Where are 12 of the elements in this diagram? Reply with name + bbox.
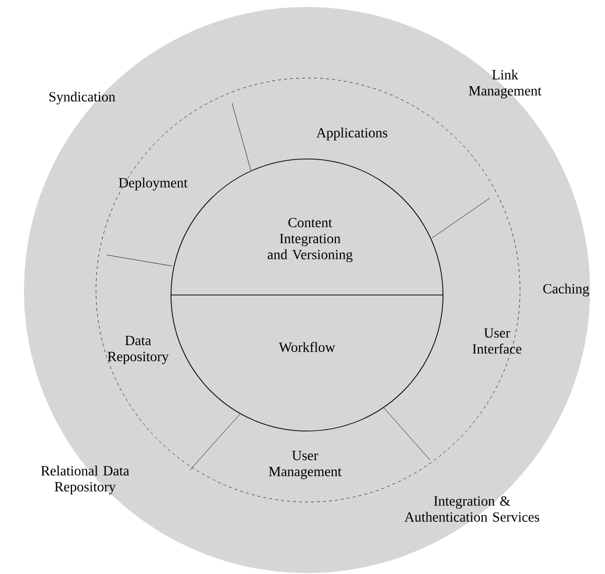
region-label: Deployment (118, 178, 188, 190)
region-label: Content Integration and Versioning (268, 218, 353, 262)
region-label: Applications (316, 128, 388, 140)
region-label: Data Repository (108, 336, 169, 364)
region-label: User Interface (472, 328, 522, 354)
region-label: Relational Data Repository (41, 466, 130, 494)
region-label: Syndication (50, 92, 116, 104)
region-label: Link Management (468, 70, 542, 98)
region-label: Workflow (278, 342, 336, 352)
region-label: Caching (543, 284, 590, 296)
region-label: Integration & Authentication Services (404, 496, 540, 522)
region-label: User Management (268, 450, 342, 480)
